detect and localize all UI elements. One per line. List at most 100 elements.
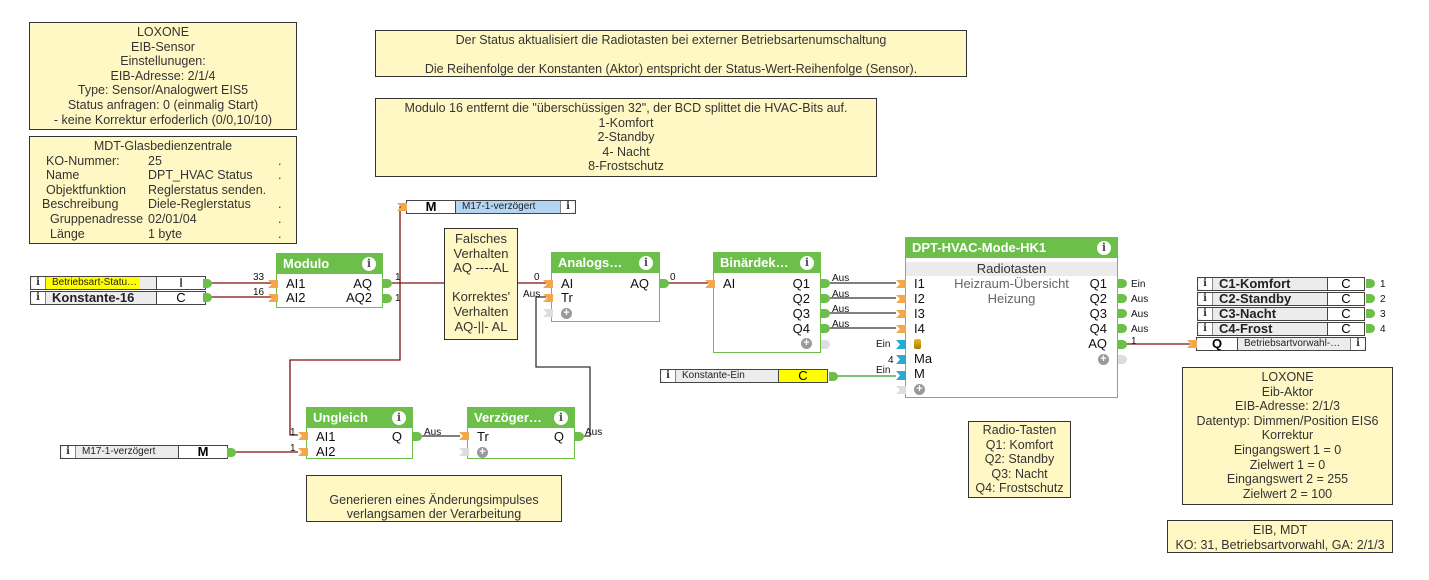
info-icon[interactable]: i [1350,338,1365,350]
input-pin-ai2[interactable] [268,294,278,302]
input-pin-ai1[interactable] [298,432,308,440]
value-label: 4 [1380,324,1386,335]
value-label: 1 [395,272,401,283]
output-pin-q2[interactable] [821,294,830,303]
input-pin-m[interactable] [896,371,906,380]
block-verzoegerung[interactable]: Verzöger…i Tr Q + [467,407,575,459]
output-pin-q4[interactable] [821,324,830,333]
input-pin-tr[interactable] [459,432,469,440]
info-icon[interactable]: i [31,292,46,304]
value-label: 0 [534,272,540,283]
info-icon[interactable]: i [639,256,653,270]
input-pin-ma[interactable] [896,355,906,364]
value-label: Aus [523,289,541,300]
info-icon[interactable]: i [1198,293,1213,305]
output-pin-q[interactable] [575,432,584,441]
add-input-icon[interactable]: + [561,308,572,319]
value-label: Ein [1131,279,1146,290]
add-output-icon[interactable]: + [1098,354,1109,365]
value-label: Aus [585,427,603,438]
constant-c4-frost[interactable]: i C4-Frost C [1197,322,1365,336]
add-input-icon[interactable]: + [477,447,488,458]
info-icon[interactable]: i [1097,241,1111,255]
input-betriebsart-status[interactable]: i Betriebsart-Statu… I [30,276,206,290]
output-pin[interactable] [203,293,212,302]
input-pin-i2[interactable] [896,295,906,303]
info-icon[interactable]: i [392,411,406,425]
constant-c2-standby[interactable]: i C2-Standby C [1197,292,1365,306]
output-pin-aq[interactable] [1118,340,1127,349]
input-pin-add[interactable] [896,386,906,394]
output-pin-q3[interactable] [1118,309,1127,318]
input-pin-i4[interactable] [896,325,906,333]
info-icon[interactable]: i [1198,278,1213,290]
mdt-note: MDT-Glasbedienzentrale KO-Nummer:25. Nam… [29,136,297,244]
info-icon[interactable]: i [800,256,814,270]
output-pin[interactable] [1366,279,1375,288]
output-pin[interactable] [1366,309,1375,318]
constant-konstante-ein[interactable]: i Konstante-Ein C [660,369,828,383]
output-pin-q[interactable] [413,432,422,441]
input-pin-add[interactable] [459,448,469,456]
output-pin[interactable] [1366,294,1375,303]
output-pin-aq[interactable] [383,279,392,288]
input-pin-ai2[interactable] [298,448,308,456]
input-pin-ai[interactable] [543,280,553,288]
output-pin-aq[interactable] [660,279,669,288]
input-pin-i3[interactable] [896,310,906,318]
constant-konstante-16[interactable]: i Konstante-16 C [30,291,206,305]
constant-c1-komfort[interactable]: i C1-Komfort C [1197,277,1365,291]
output-pin-q1[interactable] [1118,279,1127,288]
output-pin-q3[interactable] [821,309,830,318]
modulo-note: Modulo 16 entfernt die "überschüssigen 3… [375,98,877,177]
input-pin-ai1[interactable] [268,280,278,288]
value-label: Ein [876,339,891,350]
block-analog[interactable]: Analogs…i AI Tr AQ + [551,252,660,322]
output-pin-add[interactable] [821,340,830,349]
output-pin-add[interactable] [1118,355,1127,364]
input-pin-disable[interactable] [896,340,906,349]
output-pin-q1[interactable] [821,279,830,288]
info-icon[interactable]: i [554,411,568,425]
constant-c3-nacht[interactable]: i C3-Nacht C [1197,307,1365,321]
input-pin-i1[interactable] [896,280,906,288]
input-pin[interactable] [397,203,407,211]
output-pin-q2[interactable] [1118,294,1127,303]
output-pin[interactable] [829,372,838,381]
memory-m17-verzoegert-top[interactable]: M M17-1-verzögert i [406,200,576,214]
info-icon[interactable]: i [661,370,676,382]
info-icon[interactable]: i [61,446,76,458]
output-pin[interactable] [227,448,236,457]
output-pin[interactable] [1366,324,1375,333]
output-pin-q4[interactable] [1118,324,1127,333]
input-pin[interactable] [1187,340,1197,348]
value-label: Aus [832,289,850,300]
add-output-icon[interactable]: + [801,338,812,349]
memory-m17-verzoegert-bottom[interactable]: i M17-1-verzögert M [60,445,228,459]
input-pin-add[interactable] [543,309,553,317]
impuls-note: Generieren eines Änderungsimpulses verla… [306,475,562,522]
info-icon[interactable]: i [560,201,575,213]
mdt-row: KO-Nummer:25. [46,153,282,168]
output-betriebsartvorwahl[interactable]: Q Betriebsartvorwahl-… i [1196,337,1366,351]
eib-mdt-note: EIB, MDT KO: 31, Betriebsartvorwahl, GA:… [1167,520,1393,553]
output-pin-aq2[interactable] [383,294,392,303]
info-icon[interactable]: i [362,257,376,271]
value-label: 4 [888,355,894,366]
input-pin-ai[interactable] [705,280,715,288]
value-label: Aus [1131,294,1149,305]
info-icon[interactable]: i [1198,323,1213,335]
block-binaerdekoder[interactable]: Binärdek…i AI Q1 Q2 Q3 Q4 + [713,252,821,353]
output-pin[interactable] [203,279,212,288]
input-pin-tr[interactable] [543,294,553,302]
info-icon[interactable]: i [1198,308,1213,320]
value-label: 2 [1380,294,1386,305]
value-label: Ein [876,365,891,376]
info-icon[interactable]: i [31,277,46,289]
add-input-icon[interactable]: + [914,384,925,395]
